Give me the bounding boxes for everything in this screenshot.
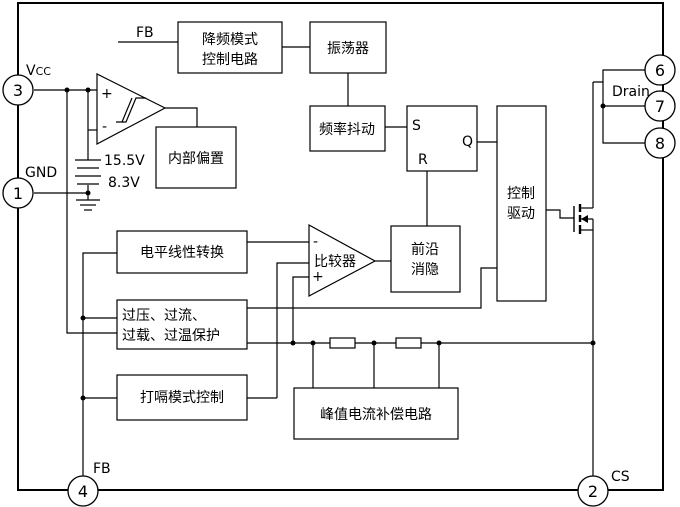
freq-jitter-block: 频率抖动 (309, 105, 386, 152)
peak-comp-label: 峰值电流补偿电路 (320, 407, 432, 423)
pin-fb-number: 4 (78, 482, 88, 501)
pin-vcc: 3 VCC (2, 63, 51, 106)
latch-s-label: S (412, 118, 421, 134)
peak-comp-block: 峰值电流补偿电路 (293, 387, 459, 440)
comparator-label: 比较器 (314, 254, 356, 270)
burst-mode-label: 打嗝模式控制 (140, 389, 224, 406)
internal-bias-label: 内部偏置 (168, 151, 224, 167)
driver-line1: 控制 (507, 186, 535, 202)
sense-resistors (329, 337, 422, 349)
pin-gnd-number: 1 (13, 184, 23, 203)
oscillator-label: 振荡器 (327, 41, 369, 57)
leb-line1: 前沿 (411, 241, 439, 258)
comparator-plus-sign: + (312, 269, 324, 285)
uvlo-comparator: + - (96, 73, 167, 145)
pin-drain-8-number: 8 (655, 134, 665, 153)
pin-fb-label: FB (93, 461, 111, 477)
pin-gnd-label: GND (25, 165, 57, 181)
pin-drain-8: 8 (644, 127, 676, 159)
uvlo-on-threshold: 15.5V (104, 153, 145, 169)
level-shift-label: 电平线性转换 (140, 244, 224, 261)
latch-q-label: Q (462, 134, 473, 150)
pin-cs: 2 CS (577, 469, 630, 507)
pin-drain-6: 6 (644, 54, 676, 86)
pin-vcc-label: VCC (26, 63, 51, 79)
ground-symbol (76, 199, 100, 211)
internal-bias-block: 内部偏置 (155, 126, 237, 189)
oscillator-block: 振荡器 (309, 21, 387, 74)
fb-input-label: FB (136, 25, 154, 41)
junction-dots (64, 87, 606, 401)
level-shift-block: 电平线性转换 (116, 230, 248, 274)
pin-cs-label: CS (611, 469, 630, 485)
uvlo-off-threshold: 8.3V (108, 175, 140, 191)
pin-gnd: 1 GND (2, 165, 57, 209)
pin-cs-number: 2 (588, 482, 598, 501)
leb-block: 前沿 消隐 (390, 225, 461, 293)
chip-outline (17, 2, 664, 491)
driver-line2: 驱动 (507, 206, 535, 222)
vcc-capacitor-symbol (75, 158, 101, 185)
burst-mode-block: 打嗝模式控制 (116, 374, 248, 421)
driver-block: 控制 驱动 (496, 105, 547, 302)
freq-jitter-label: 频率抖动 (319, 121, 375, 138)
pin-drain-7: 7 (644, 90, 676, 122)
power-mosfet (573, 204, 594, 234)
current-comparator: - + 比较器 (308, 223, 377, 297)
sr-latch-block: S R Q (406, 105, 478, 172)
pin-drain-7-number: 7 (655, 97, 665, 116)
pin-fb: 4 FB (67, 461, 111, 507)
freq-reduce-block: 降频模式 控制电路 (177, 21, 283, 74)
pin-drain-6-number: 6 (655, 61, 665, 80)
freq-reduce-line2: 控制电路 (202, 52, 258, 68)
leb-line2: 消隐 (411, 262, 439, 278)
comparator-minus-sign: - (313, 234, 318, 250)
protection-block: 过压、过流、 过载、过温保护 (116, 299, 248, 350)
wires (34, 41, 648, 480)
uvlo-minus-sign: - (102, 119, 107, 135)
freq-reduce-line1: 降频模式 (202, 32, 258, 48)
protection-line1: 过压、过流、 (122, 308, 206, 324)
protection-line2: 过载、过温保护 (122, 328, 220, 344)
pin-drain-label: Drain (612, 84, 650, 100)
pin-vcc-number: 3 (13, 81, 23, 100)
latch-r-label: R (418, 152, 428, 168)
uvlo-plus-sign: + (101, 86, 113, 102)
